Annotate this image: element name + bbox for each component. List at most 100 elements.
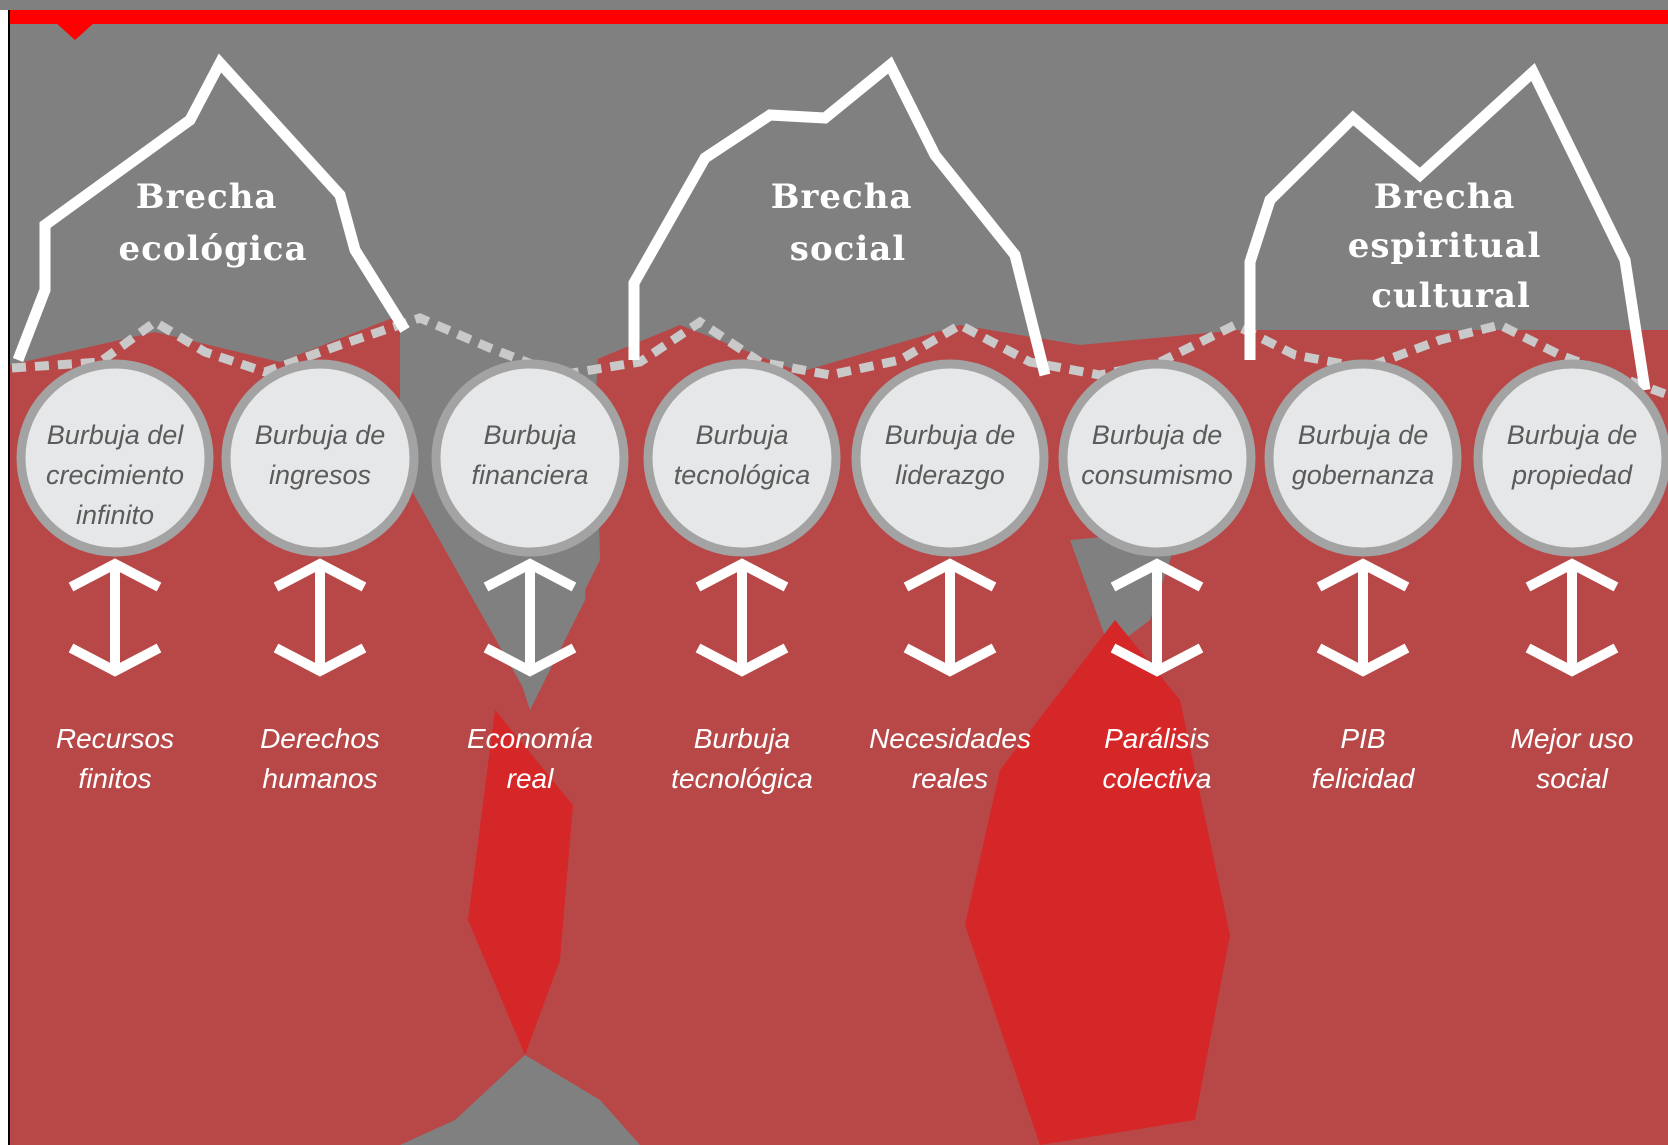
top-red-bar xyxy=(10,10,1668,24)
reality-label: Economía real xyxy=(467,723,593,794)
gap-title-line: Brecha xyxy=(1374,177,1516,217)
arrow-head-down xyxy=(903,643,997,677)
left-border xyxy=(0,10,10,1145)
red-shard-left xyxy=(468,710,573,1055)
reality-label: Necesidades reales xyxy=(869,723,1031,794)
bubble-circle xyxy=(431,359,629,557)
gap-title-line: cultural xyxy=(1371,276,1531,316)
gap-titles: Brecha ecológica Brecha social Brecha es… xyxy=(118,177,1555,316)
bubble-label-line: crecimiento xyxy=(46,460,184,490)
bubble: Burbuja tecnológica xyxy=(643,359,841,557)
arrow-head-up xyxy=(483,558,577,592)
bubble-label-line: Burbuja de xyxy=(1092,420,1223,450)
arrow-head-down xyxy=(273,643,367,677)
bubble-label-line: Burbuja de xyxy=(255,420,386,450)
boundary-dotted-line xyxy=(11,313,1668,400)
reality-label-line: finitos xyxy=(78,763,151,794)
bubble: Burbuja financiera xyxy=(431,359,629,557)
bubble-label-line: Burbuja de xyxy=(885,420,1016,450)
arrow-head-up xyxy=(1110,558,1204,592)
gap-title-line: ecológica xyxy=(118,229,307,269)
gap-title-line: Brecha xyxy=(136,177,278,217)
double-arrow-vertical-icon xyxy=(695,558,789,677)
arrow-head-up xyxy=(1525,558,1619,592)
bubble-label-line: Burbuja de xyxy=(1507,420,1638,450)
bubble-circle xyxy=(16,359,214,557)
arrow-head-down xyxy=(68,643,162,677)
reality-label-line: tecnológica xyxy=(671,763,813,794)
reality-label-line: Derechos xyxy=(260,723,380,754)
bubble-circle xyxy=(1058,359,1256,557)
reality-label-line: PIB xyxy=(1340,723,1385,754)
bubble-label-line: liderazgo xyxy=(895,460,1005,490)
red-shard-right xyxy=(965,620,1230,1145)
gap-title-line: espiritual xyxy=(1348,226,1542,266)
gap-title-spiritual: Brecha espiritual cultural xyxy=(1348,177,1555,316)
bubble: Burbuja de propiedad xyxy=(1473,359,1668,557)
gap-title-social: Brecha social xyxy=(771,177,926,269)
double-arrow-vertical-icon xyxy=(903,558,997,677)
bubble: Burbuja de liderazgo xyxy=(851,359,1049,557)
bubble-label-line: Burbuja de xyxy=(1298,420,1429,450)
reality-label: Recursos finitos xyxy=(56,723,174,794)
reality-label-line: felicidad xyxy=(1312,763,1416,794)
bubble-label-line: consumismo xyxy=(1081,460,1233,490)
arrow-head-down xyxy=(1525,643,1619,677)
bubble-label-line: ingresos xyxy=(269,460,371,490)
gap-outline-spiritual xyxy=(1244,62,1651,391)
reality-label: PIB felicidad xyxy=(1312,723,1416,794)
bubble-label-line: Burbuja del xyxy=(47,420,185,450)
arrow-head-up xyxy=(695,558,789,592)
bubble: Burbuja de ingresos xyxy=(221,359,419,557)
bubble-circle xyxy=(851,359,1049,557)
bubble-label-line: financiera xyxy=(471,460,588,490)
bubble-label: Burbuja financiera xyxy=(471,420,588,490)
arrow-head-down xyxy=(695,643,789,677)
gap-title-line: Brecha xyxy=(771,177,913,217)
gap-outlines xyxy=(12,53,1651,391)
bubble-label-line: tecnológica xyxy=(674,460,811,490)
gray-wedge-consumism xyxy=(1070,530,1180,650)
double-arrow-vertical-icon xyxy=(273,558,367,677)
bubble-label-line: propiedad xyxy=(1511,460,1633,490)
double-arrow-vertical-icon xyxy=(1110,558,1204,677)
bubble-circle xyxy=(1264,359,1462,557)
arrow-head-up xyxy=(1316,558,1410,592)
bubble-label: Burbuja de ingresos xyxy=(255,420,386,490)
reality-label-line: real xyxy=(507,763,554,794)
double-arrow-vertical-icon xyxy=(1525,558,1619,677)
top-bar-notch xyxy=(55,22,95,40)
bubble-label-line: Burbuja xyxy=(695,420,788,450)
gap-title-ecological: Brecha ecológica xyxy=(118,177,307,269)
arrow-head-up xyxy=(68,558,162,592)
arrow-head-down xyxy=(1110,643,1204,677)
reality-label-line: reales xyxy=(912,763,988,794)
reality-label-line: Economía xyxy=(467,723,593,754)
gray-wedge-bottom xyxy=(400,1055,640,1145)
double-arrow-vertical-icon xyxy=(1316,558,1410,677)
bubble-label-line: Burbuja xyxy=(483,420,576,450)
arrow-head-up xyxy=(273,558,367,592)
reality-label-line: Necesidades xyxy=(869,723,1031,754)
bubble-label: Burbuja de consumismo xyxy=(1081,420,1233,490)
bubble-label: Burbuja tecnológica xyxy=(674,420,811,490)
reality-label-line: Mejor uso xyxy=(1511,723,1634,754)
bubble-circle xyxy=(643,359,841,557)
reality-label-line: Recursos xyxy=(56,723,174,754)
arrows xyxy=(68,558,1619,677)
gap-outline-ecological xyxy=(12,53,410,362)
arrow-head-up xyxy=(903,558,997,592)
top-bar xyxy=(0,10,1668,1145)
double-arrow-vertical-icon xyxy=(483,558,577,677)
